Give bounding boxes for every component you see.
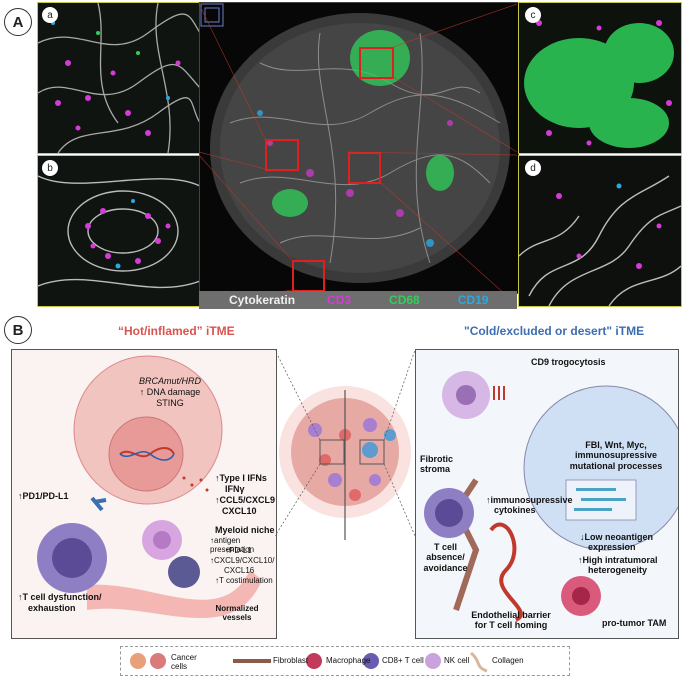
cold-title: "Cold/excluded or desert" iTME xyxy=(464,324,645,338)
inset-b-label: b xyxy=(42,160,58,176)
pdl1b-label: PD-L1 xyxy=(229,546,252,555)
hot-title: “Hot/inflamed” iTME xyxy=(118,324,235,338)
legend-macrophage: Macrophage xyxy=(326,656,371,665)
cd9-label: CD9 trogocytosis xyxy=(531,357,606,367)
tam-label: pro-tumor TAM xyxy=(602,618,667,628)
inset-a-texture xyxy=(38,3,200,153)
cxcl10-label: CXCL10 xyxy=(222,506,257,516)
fibrotic1-label: Fibrotic xyxy=(420,454,453,464)
inset-b-texture xyxy=(38,156,200,306)
brca-label: BRCAmut/HRD xyxy=(138,376,201,386)
antigen-label: antigen presentation xyxy=(210,536,255,555)
high1-label: High intratumoral xyxy=(582,555,658,565)
cold-panel: CD9 trogocytosis FBI, Wnt, Myc,immunosup… xyxy=(415,349,679,639)
tissue-texture xyxy=(200,3,518,293)
cxcl16-label: CXCL16 xyxy=(224,566,255,575)
myeloid-label: Myeloid niche xyxy=(215,525,275,535)
fbi1-label: FBI, Wnt, Myc, xyxy=(585,440,647,450)
hot-illustration xyxy=(37,355,262,619)
dna-damage-label: DNA damage xyxy=(146,387,201,397)
normalized2-label: vessels xyxy=(222,613,252,623)
fibrotic2-label: stroma xyxy=(420,464,451,475)
ccl5-label: CCL5/CXCL9 xyxy=(219,495,276,505)
high2-label: heterogeneity xyxy=(588,565,648,576)
panel-b-label: B xyxy=(4,316,32,344)
inset-d-image: d xyxy=(518,155,682,307)
tcost-label: T costimulation xyxy=(219,576,273,585)
inset-d-label: d xyxy=(525,160,541,176)
immuno2-label: cytokines xyxy=(494,505,536,516)
pdl1-label: PD1/PD-L1 xyxy=(22,491,69,501)
legend-nk: NK cell xyxy=(444,656,470,665)
legend-fibroblast: Fibroblast xyxy=(273,656,309,665)
inset-d-texture xyxy=(519,156,681,306)
lowneo1-label: Low neoantigen xyxy=(584,532,654,542)
legend-cd68: CD68 xyxy=(389,293,420,307)
legend-cd3: CD3 xyxy=(327,293,352,307)
tabs1-label: T cell xyxy=(433,542,457,552)
legend-collagen: Collagen xyxy=(492,656,524,665)
immuno1-label: immunosupressive xyxy=(490,495,573,505)
tabs3-label: avoidance xyxy=(423,562,468,573)
ifn1-label: Type I IFNs xyxy=(219,473,267,483)
tabs2-label: absence/ xyxy=(426,552,465,563)
legend-cd8: CD8+ T cell xyxy=(382,656,424,665)
stain-legend: Cytokeratin CD3 CD68 CD19 xyxy=(199,291,517,309)
inset-c-image: c xyxy=(518,2,682,154)
legend-cancer1: Cancer xyxy=(171,653,197,662)
fbi2-label: immunosupressive xyxy=(574,450,658,461)
lowneo2-label: expression xyxy=(588,542,636,553)
legend-cd19: CD19 xyxy=(457,293,489,307)
inset-c-label: c xyxy=(525,7,541,23)
tdys1-label: T cell dysfunction/ xyxy=(22,592,102,602)
inset-a-label: a xyxy=(42,7,58,23)
inset-c-texture xyxy=(519,3,681,153)
cell-legend-icons xyxy=(130,651,488,673)
tdys2-label: exhaustion xyxy=(28,603,76,613)
cxcl9-label: CXCL9/CXCL10/ xyxy=(214,556,275,565)
sting-label: STING xyxy=(156,398,184,408)
endo2-label: for T cell homing xyxy=(474,620,548,631)
inset-b-image: b xyxy=(37,155,201,307)
fbi3-label: mutational processes xyxy=(569,460,663,471)
panel-a-label: A xyxy=(4,8,32,36)
legend-cancer2: cells xyxy=(171,661,188,671)
legend-cytokeratin: Cytokeratin xyxy=(229,293,296,307)
tumor-illustration xyxy=(275,349,415,540)
ifng-label: IFNγ xyxy=(225,484,245,494)
hot-panel: BRCAmut/HRD ↑ DNA damage STING ↑Type I I… xyxy=(11,349,277,639)
normalized1-label: Normalized xyxy=(215,604,259,613)
cold-illustration xyxy=(424,371,678,622)
main-tissue-image xyxy=(199,2,519,294)
endo1-label: Endothelial barrier xyxy=(471,610,551,620)
inset-a-image: a xyxy=(37,2,201,154)
